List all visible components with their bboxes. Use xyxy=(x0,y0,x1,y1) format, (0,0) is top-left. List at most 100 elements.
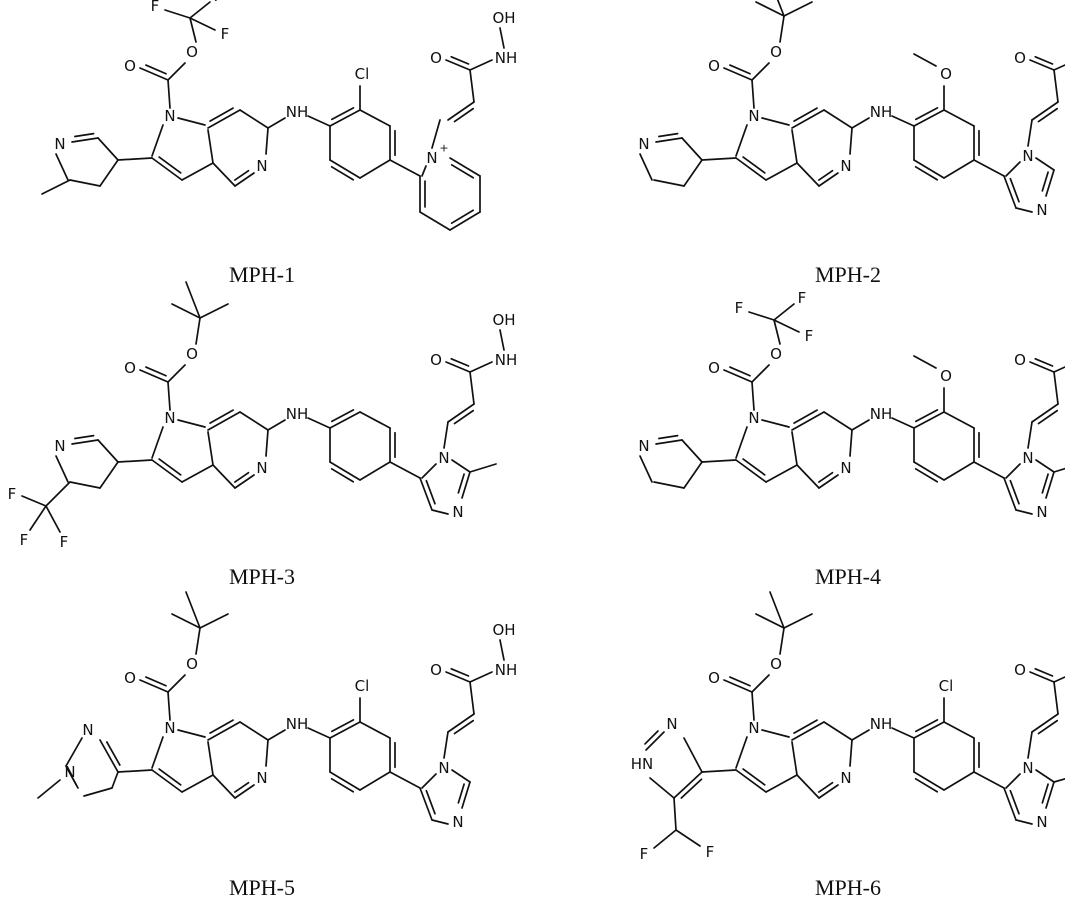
bond-line xyxy=(329,159,361,179)
bond-line xyxy=(329,461,361,481)
bond-line xyxy=(330,467,355,483)
bond-line xyxy=(742,156,766,174)
bond-line xyxy=(849,739,853,767)
bond-line xyxy=(793,409,818,424)
bond-line xyxy=(167,364,186,383)
atom-label: O xyxy=(430,49,442,67)
bond-line xyxy=(735,736,748,769)
atom-label: N xyxy=(452,503,463,521)
bond-line xyxy=(783,1,813,17)
bond-line xyxy=(99,159,119,187)
bond-line xyxy=(1009,479,1020,505)
bond-line xyxy=(1037,719,1059,735)
bond-line xyxy=(499,639,505,661)
bond-line xyxy=(419,787,433,821)
bond-line xyxy=(151,736,164,769)
atom-label: N xyxy=(1022,759,1033,777)
atom-label: O xyxy=(1014,661,1026,679)
atom-label: N xyxy=(748,719,759,737)
atom-label: F xyxy=(798,289,807,307)
bond-line xyxy=(151,769,183,793)
bond-line xyxy=(329,721,361,739)
atom-label: N xyxy=(82,721,93,739)
bond-line xyxy=(1015,207,1033,213)
bond-line xyxy=(431,119,441,149)
bond-line xyxy=(212,774,236,799)
bond-line xyxy=(307,115,331,127)
atom-label: F xyxy=(20,531,29,549)
bond-line xyxy=(117,157,153,161)
bond-line xyxy=(421,165,427,177)
atom-label: O xyxy=(770,655,782,673)
bond-line xyxy=(447,713,475,733)
atom-label: N xyxy=(840,157,851,175)
bond-line xyxy=(158,458,182,476)
bond-line xyxy=(649,777,675,799)
atom-label: NH xyxy=(495,661,518,679)
bond-line xyxy=(943,109,975,127)
bond-line xyxy=(199,303,229,319)
bond-line xyxy=(913,159,945,179)
atom-label: F xyxy=(60,533,69,551)
atom-label: N xyxy=(666,715,677,733)
bond-line xyxy=(451,769,471,783)
bond-line xyxy=(209,409,234,424)
bond-line xyxy=(761,117,790,126)
bond-line xyxy=(55,153,69,181)
bond-line xyxy=(1027,421,1033,449)
atom-label: N xyxy=(840,459,851,477)
bond-line xyxy=(1034,55,1054,65)
bond-line xyxy=(751,79,755,109)
bond-line xyxy=(823,411,853,431)
atom-label: O xyxy=(186,655,198,673)
bond-line xyxy=(755,1,785,17)
bond-line xyxy=(453,409,475,425)
atom-label: N xyxy=(438,759,449,777)
bond-line xyxy=(171,303,201,319)
bond-line xyxy=(701,157,737,161)
atom-label: O xyxy=(430,661,442,679)
bond-line xyxy=(891,417,915,429)
bond-line xyxy=(823,109,853,129)
bond-line xyxy=(469,371,475,405)
bond-line xyxy=(1053,467,1065,473)
atom-label: O xyxy=(1014,351,1026,369)
bond-line xyxy=(167,79,171,109)
bond-line xyxy=(1037,409,1059,425)
bond-line xyxy=(209,107,234,122)
bond-line xyxy=(645,731,665,751)
bond-line xyxy=(233,471,250,483)
bond-line xyxy=(1053,366,1065,373)
bond-line xyxy=(943,461,975,481)
bond-line xyxy=(207,721,241,741)
bond-line xyxy=(145,64,167,75)
bond-line xyxy=(1005,773,1021,789)
atom-label: N xyxy=(438,449,449,467)
bond-line xyxy=(151,459,183,483)
bond-line xyxy=(793,719,818,734)
bond-line xyxy=(29,505,47,531)
bond-line xyxy=(751,691,755,721)
bond-line xyxy=(145,366,167,377)
bond-line xyxy=(723,67,753,81)
bond-line xyxy=(914,408,939,423)
bond-line xyxy=(450,163,475,179)
bond-line xyxy=(765,464,798,483)
bond-line xyxy=(644,730,659,745)
bond-line xyxy=(469,69,475,103)
atom-label: NH xyxy=(870,715,893,733)
bond-line xyxy=(655,439,683,445)
bond-line xyxy=(1053,777,1065,783)
bond-line xyxy=(1037,107,1059,123)
bond-line xyxy=(74,434,95,440)
bond-line xyxy=(1015,819,1033,825)
bond-line xyxy=(735,769,767,793)
bond-line xyxy=(181,774,214,793)
bond-line xyxy=(195,317,201,345)
molecule-2: NNOONNHONNONHOH xyxy=(638,0,1065,219)
bond-line xyxy=(45,505,61,533)
atom-label: N xyxy=(1036,201,1047,219)
bond-line xyxy=(445,361,471,373)
atom-label: F xyxy=(221,25,230,43)
bond-line xyxy=(207,129,214,164)
